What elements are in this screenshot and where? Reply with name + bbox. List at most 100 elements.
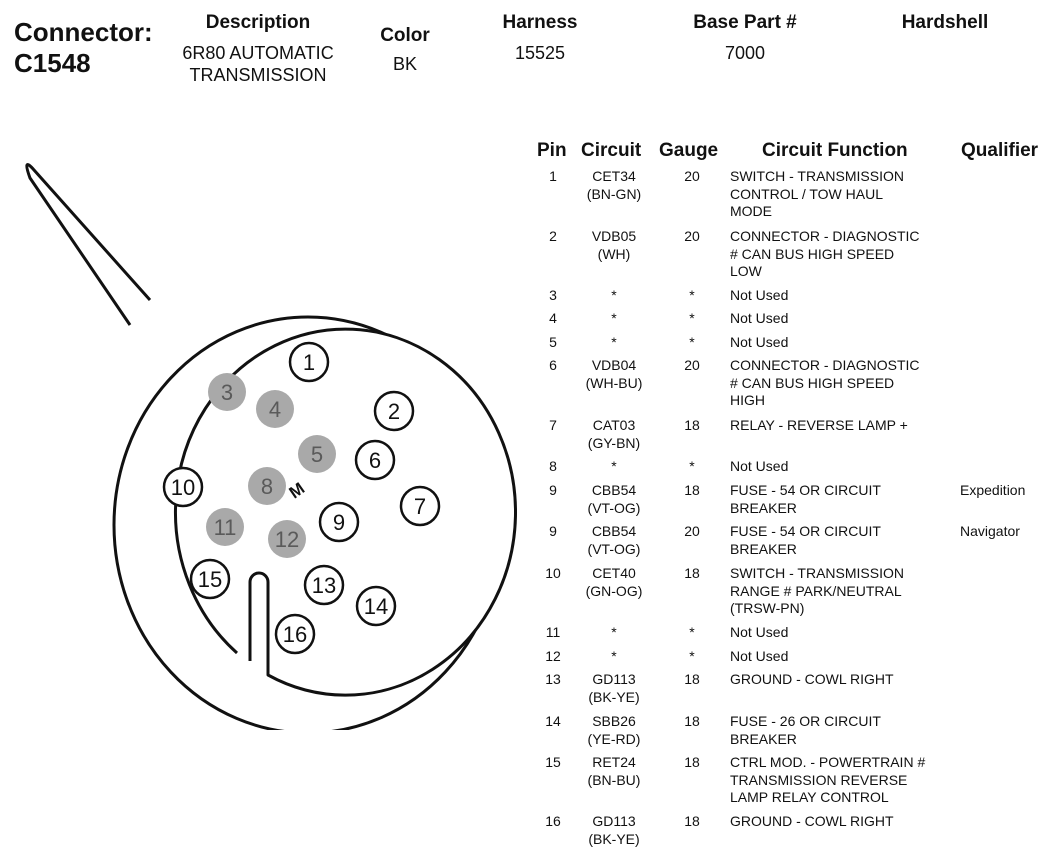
cavity-2: 2 — [373, 390, 415, 432]
cavity-circle — [298, 435, 336, 473]
cavity-label: 2 — [388, 399, 400, 424]
cavity-circle — [373, 390, 415, 432]
function-line: LOW — [730, 263, 762, 279]
cavity-label: 15 — [198, 567, 222, 592]
pin-number: 16 — [545, 813, 561, 829]
circuit-line: * — [611, 310, 617, 326]
cavity-8: 8 — [248, 467, 286, 505]
connector-label: Connector: — [14, 17, 153, 47]
circuit-line: CET40 — [592, 565, 636, 581]
cavity-label: 1 — [303, 350, 315, 375]
gauge-cell: 20 — [684, 168, 700, 184]
circuit-cell: SBB26(YE-RD) — [578, 713, 650, 748]
color-block: Color BK — [365, 25, 445, 75]
hardshell-label: Hardshell — [901, 12, 989, 33]
gauge-cell: 18 — [684, 417, 700, 433]
function-line: RANGE # PARK/NEUTRAL — [730, 582, 902, 599]
gauge-cell: 18 — [684, 754, 700, 770]
cavity-14: 14 — [355, 585, 397, 627]
circuit-line: (YE-RD) — [587, 730, 641, 747]
circuit-function-cell: CONNECTOR - DIAGNOSTIC# CAN BUS HIGH SPE… — [730, 357, 955, 410]
hardshell-block: Hardshell — [885, 12, 1005, 34]
pin-number: 7 — [549, 417, 557, 433]
cavity-label: 5 — [311, 442, 323, 467]
circuit-cell: * — [578, 458, 650, 476]
cavity-13: 13 — [303, 564, 345, 606]
header-pin: Pin — [537, 140, 567, 161]
function-line: FUSE - 54 OR CIRCUIT — [730, 482, 881, 498]
function-line: FUSE - 54 OR CIRCUIT — [730, 523, 881, 539]
function-line: CTRL MOD. - POWERTRAIN # — [730, 754, 926, 770]
description-block: Description 6R80 AUTOMATIC TRANSMISSION — [168, 12, 348, 86]
circuit-line: (VT-OG) — [587, 540, 641, 557]
circuit-line: (WH-BU) — [585, 374, 643, 391]
cavity-circle — [274, 613, 316, 655]
pin-number: 12 — [545, 648, 561, 664]
function-line: (TRSW-PN) — [730, 600, 805, 616]
circuit-line: * — [611, 287, 617, 303]
circuit-cell: * — [578, 310, 650, 328]
circuit-cell: CET34(BN-GN) — [578, 168, 650, 203]
function-line: HIGH — [730, 392, 765, 408]
harness-block: Harness 15525 — [480, 12, 600, 64]
gauge-cell: 18 — [684, 813, 700, 829]
circuit-function-cell: Not Used — [730, 648, 955, 666]
function-line: Not Used — [730, 648, 789, 664]
function-line: SWITCH - TRANSMISSION — [730, 168, 904, 184]
function-line: BREAKER — [730, 540, 797, 557]
function-line: Not Used — [730, 334, 789, 350]
pin-number: 14 — [545, 713, 561, 729]
cavity-11: 11 — [206, 508, 244, 546]
pin-number: 11 — [545, 624, 561, 640]
circuit-line: (WH) — [597, 245, 631, 262]
cavity-circle — [303, 564, 345, 606]
cavity-circle — [318, 501, 360, 543]
gauge-cell: 20 — [684, 228, 700, 244]
cavity-circle — [355, 585, 397, 627]
gauge-cell: * — [689, 334, 695, 350]
cavity-circle — [399, 485, 441, 527]
base-part-value: 7000 — [724, 43, 766, 63]
cavity-3: 3 — [208, 373, 246, 411]
function-line: SWITCH - TRANSMISSION — [730, 565, 904, 581]
function-line: RELAY - REVERSE LAMP + — [730, 417, 908, 433]
circuit-cell: GD113(BK-YE) — [578, 671, 650, 706]
circuit-cell: * — [578, 624, 650, 642]
circuit-function-cell: Not Used — [730, 458, 955, 476]
circuit-line: CAT03 — [592, 417, 636, 433]
function-line: FUSE - 26 OR CIRCUIT — [730, 713, 881, 729]
cavity-10: 10 — [162, 466, 204, 508]
circuit-function-cell: Not Used — [730, 310, 955, 328]
circuit-cell: VDB04(WH-BU) — [578, 357, 650, 392]
pin-number: 6 — [549, 357, 557, 373]
circuit-line: VDB04 — [591, 357, 637, 373]
pin-number: 2 — [549, 228, 557, 244]
color-value: BK — [392, 54, 417, 74]
circuit-line: * — [611, 458, 617, 474]
cavity-label: 14 — [364, 594, 388, 619]
circuit-line: (BN-BU) — [587, 771, 641, 788]
circuit-line: CET34 — [592, 168, 636, 184]
qualifier-cell: Expedition — [960, 482, 1026, 498]
circuit-line: GD113 — [592, 813, 636, 829]
circuit-function-cell: RELAY - REVERSE LAMP + — [730, 417, 955, 435]
function-line: # CAN BUS HIGH SPEED — [730, 374, 895, 391]
gauge-cell: 20 — [684, 523, 700, 539]
function-line: Not Used — [730, 624, 789, 640]
base-part-block: Base Part # 7000 — [675, 12, 815, 64]
circuit-function-cell: GROUND - COWL RIGHT — [730, 813, 955, 831]
gauge-cell: * — [689, 648, 695, 664]
qualifier-cell: Navigator — [960, 523, 1020, 539]
gauge-cell: 18 — [684, 713, 700, 729]
cavity-9: 9 — [318, 501, 360, 543]
cavity-circle — [208, 373, 246, 411]
cavity-label: 9 — [333, 510, 345, 535]
gauge-cell: 18 — [684, 482, 700, 498]
cavity-label: 16 — [283, 622, 307, 647]
function-line: MODE — [730, 203, 772, 219]
circuit-line: (BN-GN) — [586, 185, 642, 202]
